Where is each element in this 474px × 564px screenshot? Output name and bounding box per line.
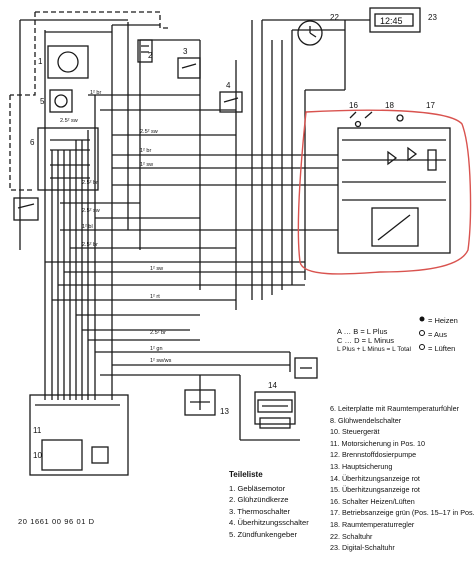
part-item: 23. Digital-Schaltuhr <box>330 543 395 553</box>
control-unit <box>29 394 129 476</box>
legend-line: A … B = L Plus <box>337 327 388 336</box>
digital-timer <box>369 7 421 33</box>
component-number: 17 <box>426 101 435 110</box>
part-item: 17. Betriebsanzeige grün (Pos. 15–17 in … <box>330 508 474 518</box>
part-item: 16. Schalter Heizen/Lüften <box>330 496 415 506</box>
switch-legend: A … B = L Plus C … D = L Minus L Plus + … <box>337 327 411 354</box>
part-item: 11. Motorsicherung in Pos. 10 <box>330 438 425 448</box>
component-number: 14 <box>268 381 277 390</box>
highlight-outline <box>297 109 472 275</box>
wire-label: 1² rt <box>150 294 160 300</box>
thermal-switch <box>177 57 201 79</box>
overheat-switch <box>219 91 243 113</box>
legend-heizen: = Heizen <box>428 316 458 325</box>
main-fuse <box>257 399 293 413</box>
component-number: 6 <box>30 138 35 147</box>
component-number: 13 <box>220 407 229 416</box>
component-number: 23 <box>428 13 437 22</box>
component-number: 2 <box>148 51 153 60</box>
wire-label: 1² br <box>90 90 101 96</box>
parts-list-title: Teileliste <box>229 470 263 479</box>
wire-label: 2.5² sw <box>60 118 78 124</box>
wire-label: 2.5² br <box>150 330 166 336</box>
legend-lueften: = Lüften <box>428 344 456 353</box>
part-item: 13. Hauptsicherung <box>330 461 393 471</box>
part-item: 22. Schaltuhr <box>330 531 373 541</box>
component-number: 16 <box>349 101 358 110</box>
blower-motor <box>57 51 79 73</box>
aus-symbol <box>419 330 425 336</box>
parts-list-left: Teileliste 1. Gebläsemotor 2. Glühzündke… <box>229 469 309 541</box>
wire-label: 2.5² sw <box>140 129 158 135</box>
wire-label: 1² sw <box>140 162 153 168</box>
wire-label: 1² sw/ws <box>150 358 172 364</box>
wire-label: 2.5² br <box>82 242 98 248</box>
wire-label: 2.5² br <box>82 180 98 186</box>
wire-label: 1² br <box>140 148 151 154</box>
fuel-pump <box>184 389 216 416</box>
mode-legend: = Heizen = Aus = Lüften <box>428 314 458 356</box>
timer-clock <box>297 20 323 46</box>
part-item: 3. Thermoschalter <box>229 506 291 516</box>
spark-generator <box>49 89 73 113</box>
wire-label: 1² gn <box>150 346 163 352</box>
heizen-symbol <box>419 316 425 322</box>
part-item: 8. Glühwendelschalter <box>330 415 402 425</box>
component-number: 11 <box>33 426 42 435</box>
wire-label: 2.5² sw <box>82 208 100 214</box>
part-item: 4. Überhitzungsschalter <box>229 518 309 528</box>
part-item: 10. Steuergerät <box>330 427 380 437</box>
component-number: 18 <box>385 101 394 110</box>
clock-display: 12:45 <box>380 16 403 26</box>
part-item: 12. Brennstoffdosierpumpe <box>330 450 417 460</box>
part-item: 14. Überhitzungsanzeige rot <box>330 473 420 483</box>
glow-plug <box>137 39 153 63</box>
component-number: 10 <box>33 451 42 460</box>
wire-label: 1² bl <box>82 224 93 230</box>
part-item: 1. Gebläsemotor <box>229 483 286 493</box>
part-item: 18. Raumtemperaturregler <box>330 519 415 529</box>
legend-line: C … D = L Minus <box>337 336 395 345</box>
legend-line: L Plus + L Minus = L Total <box>337 346 411 353</box>
part-item: 2. Glühzündkerze <box>229 495 289 505</box>
component-number: 5 <box>40 97 45 106</box>
document-number: 20 1661 00 96 01 D <box>18 517 95 526</box>
component-number: 22 <box>330 13 339 22</box>
part-item: 5. Zündfunkengeber <box>229 529 297 539</box>
legend-aus: = Aus <box>428 330 447 339</box>
component-number: 1 <box>38 57 43 66</box>
component-number: 4 <box>226 81 231 90</box>
component-number: 3 <box>183 47 188 56</box>
parts-list-right: 6. Leiterplatte mit Raumtemperaturfühler… <box>330 403 474 554</box>
heater-enclosure <box>35 11 170 29</box>
wire-label: 1² sw <box>150 266 163 272</box>
part-item: 6. Leiterplatte mit Raumtemperaturfühler <box>330 404 460 413</box>
part-item: 15. Überhitzungsanzeige rot <box>330 485 420 495</box>
lueften-symbol <box>419 344 425 350</box>
circuit-board <box>37 127 99 191</box>
room-thermostat <box>371 207 419 247</box>
